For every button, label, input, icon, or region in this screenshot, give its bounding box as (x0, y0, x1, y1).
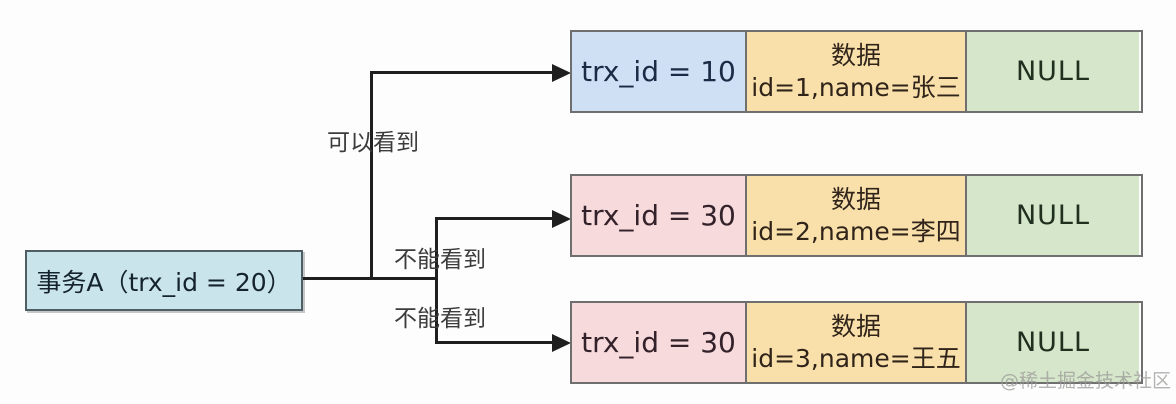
transaction-a-box: 事务A（trx_id = 20） (25, 250, 303, 311)
trx-id-value: trx_id = 30 (581, 326, 736, 359)
data-cell: 数据 id=3,name=王五 (745, 303, 965, 382)
trx-id-value: trx_id = 10 (581, 55, 736, 88)
roll-ptr-cell: NULL (965, 176, 1139, 255)
edge-label-cannot-see: 不能看到 (394, 247, 486, 273)
data-value: id=2,name=李四 (751, 216, 961, 246)
data-title: 数据 (830, 312, 881, 342)
version-row: trx_id = 10 数据 id=1,name=张三 NULL (570, 30, 1143, 113)
trx-id-cell: trx_id = 30 (572, 303, 745, 382)
roll-ptr-value: NULL (1015, 200, 1091, 231)
roll-ptr-value: NULL (1015, 56, 1091, 87)
connector-horizontal-row1 (370, 71, 554, 74)
connector-horizontal-row3 (435, 341, 554, 344)
trx-id-value: trx_id = 30 (581, 199, 736, 232)
arrow-icon (552, 334, 571, 352)
connector-vertical-rows2-3 (435, 217, 438, 344)
roll-ptr-cell: NULL (965, 32, 1139, 111)
arrow-icon (552, 210, 571, 228)
watermark: @稀土掘金技术社区 (1000, 370, 1172, 392)
edge-label-cannot-see: 不能看到 (394, 306, 486, 332)
data-title: 数据 (830, 41, 881, 71)
trx-id-cell: trx_id = 30 (572, 176, 745, 255)
data-cell: 数据 id=1,name=张三 (745, 32, 965, 111)
data-title: 数据 (830, 185, 881, 215)
connector-vertical-to-row1 (370, 71, 373, 280)
edge-label-can-see: 可以看到 (327, 130, 419, 156)
version-row: trx_id = 30 数据 id=2,name=李四 NULL (570, 174, 1143, 257)
roll-ptr-value: NULL (1015, 327, 1091, 358)
data-cell: 数据 id=2,name=李四 (745, 176, 965, 255)
transaction-a-label: 事务A（trx_id = 20） (36, 267, 292, 297)
arrow-icon (552, 64, 571, 82)
roll-ptr-cell: NULL (965, 303, 1139, 382)
data-value: id=1,name=张三 (751, 72, 961, 102)
trx-id-cell: trx_id = 10 (572, 32, 745, 111)
version-row: trx_id = 30 数据 id=3,name=王五 NULL (570, 301, 1143, 384)
data-value: id=3,name=王五 (751, 343, 961, 373)
connector-horizontal-row2 (435, 217, 554, 220)
